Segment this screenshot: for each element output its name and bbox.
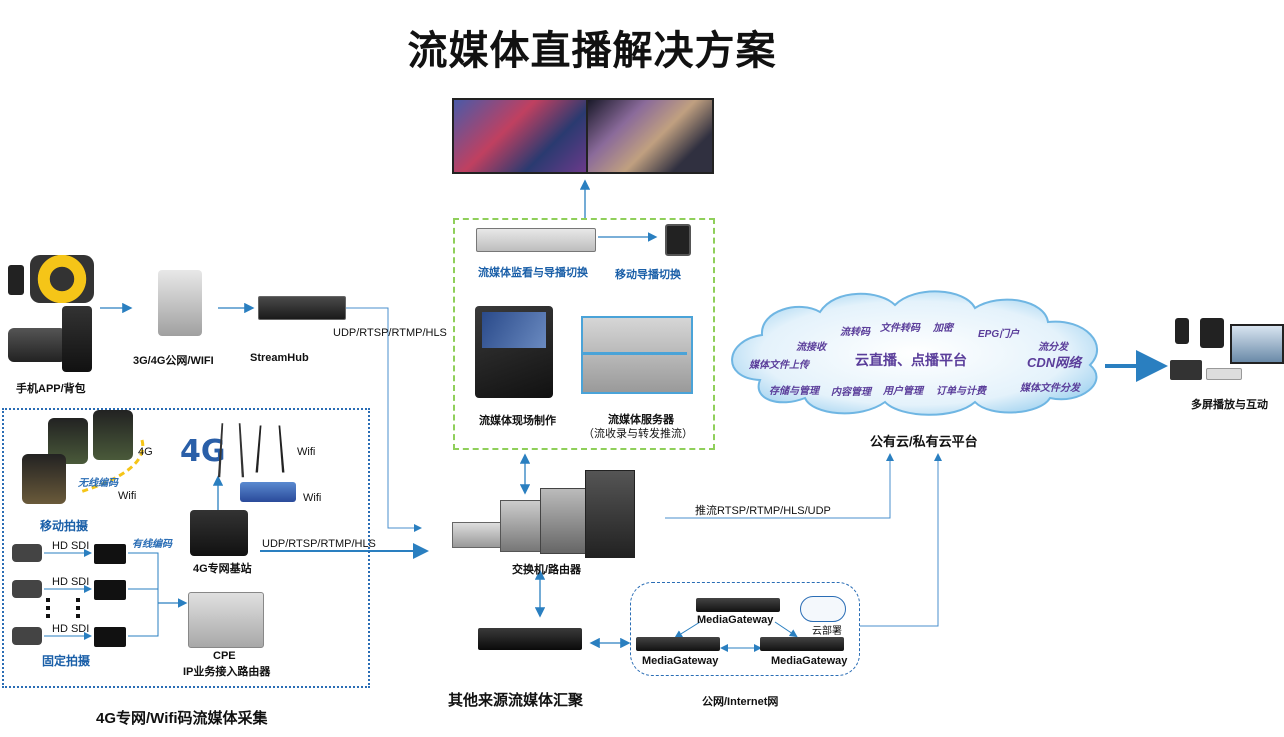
- media-server-label: 流媒体服务器: [608, 414, 674, 426]
- cloud-item: 媒体文件上传: [749, 360, 809, 371]
- media-server-divider: [583, 352, 687, 355]
- tablet-icon: [665, 224, 691, 256]
- aggregator-device: [478, 628, 582, 650]
- other-sources-label: 其他来源流媒体汇聚: [448, 692, 584, 709]
- switch-device-small: [452, 522, 504, 548]
- cloud-deploy-label: 云部署: [812, 626, 842, 637]
- wifi-label-1: Wifi: [118, 490, 137, 502]
- monitor-switch-label: 流媒体监看与导播切换: [478, 267, 588, 279]
- settop-box-icon: [1206, 368, 1242, 380]
- phone-display-icon: [1175, 318, 1189, 344]
- production-screen: [482, 312, 546, 348]
- switch-device-mid: [500, 500, 542, 552]
- antenna-tower-icon: [158, 270, 202, 336]
- encoder-3: [94, 627, 126, 647]
- cloud-main-label: 云直播、点播平台: [855, 352, 967, 368]
- page-title: 流媒体直播解决方案: [407, 28, 777, 74]
- gateway-label-2: MediaGateway: [642, 655, 719, 667]
- wifi-label-3: Wifi: [303, 492, 322, 504]
- cloud-item: EPG门户: [978, 329, 1020, 340]
- gateway-label-3: MediaGateway: [771, 655, 848, 667]
- multiscreen-label: 多屏播放与互动: [1191, 399, 1268, 411]
- media-server-sub-label: （流收录与转发推流）: [583, 428, 693, 440]
- ellipsis-dots-2: [76, 598, 80, 622]
- wifi-tower-icon: [255, 425, 285, 473]
- cpe-label: CPE: [213, 650, 236, 662]
- gateway-device-1: [696, 598, 780, 612]
- collection-title: 4G专网/Wifi码流媒体采集: [96, 710, 268, 727]
- drone-controller-icon: [30, 255, 94, 303]
- laptop-display-icon: [1170, 360, 1202, 380]
- wifi-label-2: Wifi: [297, 446, 316, 458]
- fixed-camera-2: [12, 580, 42, 598]
- cloud-cdn-label: CDN网络: [1027, 355, 1082, 370]
- fixed-camera-3: [12, 627, 42, 645]
- cloud-item: 内容管理: [831, 387, 871, 398]
- g4-small-label: 4G: [138, 446, 153, 458]
- fixed-shoot-label: 固定拍摄: [42, 654, 91, 668]
- switch-router-label: 交换机/路由器: [512, 564, 582, 576]
- gateway-label-1: MediaGateway: [697, 614, 774, 626]
- hd-sdi-label-1: HD SDI: [52, 540, 90, 552]
- cloud-item: 流转码: [840, 327, 870, 338]
- encoder-1: [94, 544, 126, 564]
- switch-device-large: [540, 488, 586, 554]
- mobile-app-label: 手机APP/背包: [16, 383, 86, 395]
- monitor-server-device: [476, 228, 596, 252]
- cloud-item: 流接收: [796, 342, 826, 353]
- camera-icon: [8, 328, 66, 362]
- router-chassis: [585, 470, 635, 558]
- gateway-device-3: [760, 637, 844, 651]
- base-station-device: [190, 510, 248, 556]
- internet-group: [630, 582, 860, 676]
- mobile-director-label: 移动导播切换: [615, 269, 681, 281]
- camera-operator-2: [93, 410, 133, 460]
- cloud-item: 流分发: [1038, 342, 1068, 353]
- monitor-wall-left: [452, 98, 588, 174]
- internet-label: 公网/Internet网: [702, 696, 779, 708]
- cloud-item: 存储与管理: [769, 386, 819, 397]
- cloud-item: 媒体文件分发: [1020, 383, 1080, 394]
- g4-logo: 4G: [180, 434, 226, 469]
- backpack-icon: [62, 306, 92, 372]
- media-server-device: [581, 316, 693, 394]
- cpe-router-label: IP业务接入路由器: [183, 666, 271, 678]
- monitor-wall-right: [586, 98, 714, 174]
- hd-sdi-label-2: HD SDI: [52, 576, 90, 588]
- cloud-item: 文件转码: [880, 323, 920, 334]
- encoder-2: [94, 580, 126, 600]
- streamhub-label: StreamHub: [250, 352, 309, 364]
- protocol-mid-label: UDP/RTSP/RTMP/HLS: [262, 538, 376, 550]
- cpe-device: [188, 592, 264, 648]
- fixed-camera-1: [12, 544, 42, 562]
- mobile-shoot-label: 移动拍摄: [40, 519, 89, 533]
- push-protocol-label: 推流RTSP/RTMP/HLS/UDP: [695, 505, 831, 517]
- phone-icon: [8, 265, 24, 295]
- wireless-encode-label: 无线编码: [78, 478, 118, 489]
- wifi-router-icon: [240, 482, 296, 502]
- protocol-top-label: UDP/RTSP/RTMP/HLS: [333, 327, 447, 339]
- base-station-label: 4G专网基站: [193, 563, 252, 575]
- tv-display-icon: [1230, 324, 1284, 364]
- cloud-item: 订单与计费: [936, 386, 986, 397]
- collection-group: [2, 408, 370, 688]
- cloud-platform-label: 公有云/私有云平台: [870, 434, 978, 449]
- hd-sdi-label-3: HD SDI: [52, 623, 90, 635]
- studio-group: [453, 218, 715, 450]
- cloud-deploy-icon: [800, 596, 846, 622]
- streamhub-device: [258, 296, 346, 320]
- public-net-label: 3G/4G公网/WIFI: [133, 355, 214, 367]
- ellipsis-dots: [46, 598, 50, 622]
- cloud-item: 用户管理: [883, 386, 923, 397]
- cloud-item: 加密: [933, 323, 953, 334]
- camera-operator-3: [22, 454, 66, 504]
- wired-encode-label: 有线编码: [132, 539, 172, 550]
- tablet-display-icon: [1200, 318, 1224, 348]
- field-production-label: 流媒体现场制作: [479, 415, 556, 427]
- gateway-device-2: [636, 637, 720, 651]
- tower-icon: [217, 423, 245, 478]
